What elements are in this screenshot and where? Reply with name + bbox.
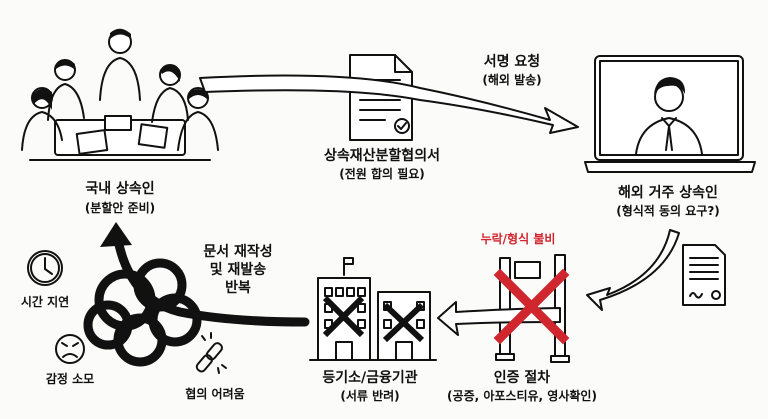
overseas-heir-subtitle: (형식적 동의 요구?) xyxy=(616,203,720,218)
sign-request-subtitle: (해외 발송) xyxy=(482,72,541,87)
broken-chain-icon xyxy=(195,332,227,374)
loop-text-line3: 반복 xyxy=(225,279,251,296)
registry-title: 등기소/금융기관 xyxy=(322,369,417,386)
registry-bank-buildings-icon xyxy=(309,257,437,361)
certification-warning: 누락/형식 불비 xyxy=(481,231,556,246)
negotiation-difficulty-label: 협의 어려움 xyxy=(185,386,244,401)
knot-arrowhead xyxy=(100,222,132,247)
registry-subtitle: (서류 반려) xyxy=(340,388,399,403)
sign-request-title: 서명 요청 xyxy=(484,53,540,70)
domestic-heirs-meeting-illustration xyxy=(21,28,219,161)
red-cross-icon xyxy=(493,268,570,345)
laptop-video-call-icon xyxy=(584,55,756,173)
certification-subtitle: (공증, 아포스티유, 영사확인) xyxy=(447,388,597,403)
time-delay-label: 시간 지연 xyxy=(21,294,69,309)
emotional-drain-label: 감정 소모 xyxy=(46,371,94,386)
overseas-heir-title: 해외 거주 상속인 xyxy=(618,184,718,201)
domestic-heirs-title: 국내 상속인 xyxy=(85,180,154,197)
tangled-knot-arrow-icon xyxy=(83,235,310,367)
agreement-title: 상속재산분할협의서 xyxy=(324,147,440,164)
domestic-heirs-subtitle: (분할안 준비) xyxy=(85,200,155,215)
signed-document-icon xyxy=(682,244,726,306)
clock-icon xyxy=(27,250,63,286)
agreement-subtitle: (전원 합의 필요) xyxy=(339,166,425,181)
return-arrow xyxy=(586,229,680,311)
loop-text-line2: 및 재발송 xyxy=(210,261,267,278)
angry-face-icon xyxy=(55,334,85,364)
loop-text-line1: 문서 재작성 xyxy=(203,243,272,260)
sign-request-arrow xyxy=(199,74,579,134)
certification-title: 인증 절차 xyxy=(494,369,551,386)
